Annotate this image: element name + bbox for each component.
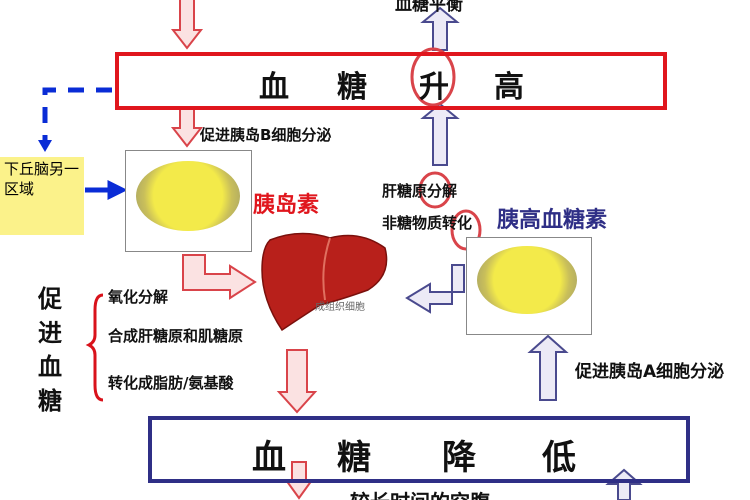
promote-label: 促进血糖	[38, 285, 62, 415]
box-char: 低	[542, 438, 576, 478]
highlight-circle	[418, 171, 452, 209]
box-char: 血	[259, 70, 289, 105]
islet-image-left	[125, 150, 252, 252]
glucagon-effect: 肝糖原分解	[382, 182, 458, 200]
box-char: 降	[442, 438, 476, 478]
blue-arrow-alpha	[527, 334, 569, 401]
blue-arrow-liver	[405, 264, 465, 314]
box-char: 血	[252, 438, 286, 478]
glucagon-label: 胰高血糖素	[497, 208, 608, 233]
islet-image-right	[466, 237, 592, 335]
blood-sugar-high-box: 血 糖 升 高	[115, 52, 667, 110]
blood-sugar-low-box: 血 糖 降 低	[148, 416, 690, 483]
bottom-caption: 较长时间的空腹	[350, 486, 490, 500]
highlight-circle	[410, 47, 456, 107]
blue-arrow-glucagon	[420, 102, 460, 166]
insulin-effect: 氧化分解	[108, 288, 169, 306]
insulin-effect: 转化成脂肪/氨基酸	[108, 374, 234, 392]
blue-arrow-top	[420, 6, 460, 51]
box-char: 糖	[337, 438, 371, 478]
box-char: 糖	[337, 70, 367, 105]
red-arrow-top	[170, 0, 204, 50]
red-arrow-liver	[182, 254, 257, 300]
insulin-effect: 合成肝糖原和肌糖原	[108, 327, 244, 345]
top-caption: 血糖平衡	[395, 0, 463, 15]
brace	[85, 293, 104, 402]
glucagon-effect: 非糖物质转化	[382, 214, 473, 232]
box-char: 高	[494, 70, 524, 105]
dashed-connector	[42, 87, 112, 140]
red-arrow-beta	[170, 110, 204, 148]
hyp-to-islet-arrow	[85, 179, 128, 201]
liver-caption: 成组织细胞	[315, 302, 365, 313]
beta-cell-label: 促进胰岛B细胞分泌	[200, 126, 332, 144]
insulin-label: 胰岛素	[253, 193, 320, 218]
box-char: 升	[419, 70, 449, 105]
red-arrow-low	[276, 349, 318, 414]
alpha-cell-label: 促进胰岛A细胞分泌	[575, 362, 725, 382]
blue-arrow-bottom	[605, 468, 643, 500]
dashed-arrowhead	[38, 140, 52, 152]
hypothalamus-box: 下丘脑另一区域	[0, 157, 84, 235]
